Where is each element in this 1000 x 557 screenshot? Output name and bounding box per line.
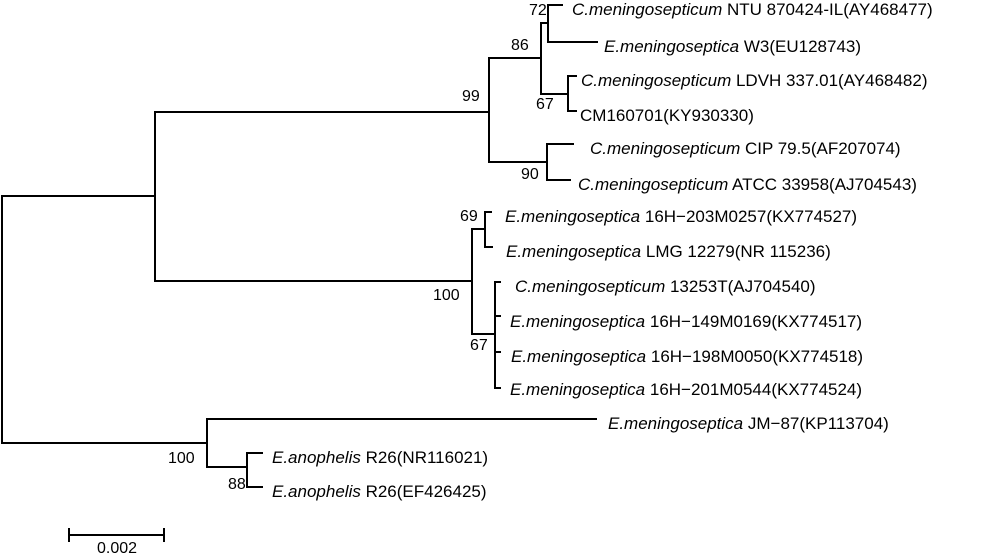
leaf-strain: LDVH 337.01(AY468482) xyxy=(731,71,927,90)
leaf-label-1: C.meningosepticum NTU 870424-IL(AY468477… xyxy=(572,0,933,19)
leaf-species: C.meningosepticum xyxy=(515,277,665,296)
leaf-label-6: C.meningosepticum ATCC 33958(AJ704543) xyxy=(578,175,917,194)
support-value-1: 72 xyxy=(529,2,547,19)
leaf-label-12: E.meningoseptica 16H−201M0544(KX774524) xyxy=(510,380,862,399)
scale-bar: 0.002 xyxy=(68,528,165,557)
support-value-10: 88 xyxy=(228,476,246,493)
leaf-strain: R26(NR116021) xyxy=(361,448,488,467)
leaf-species: C.meningosepticum xyxy=(578,175,728,194)
leaf-label-4: CM160701(KY930330) xyxy=(580,106,754,125)
support-value-5: 90 xyxy=(521,166,539,183)
scale-bar-label: 0.002 xyxy=(97,540,137,557)
leaf-species: E.meningoseptica xyxy=(505,207,640,226)
tree-branches xyxy=(1,4,598,488)
support-value-6: 69 xyxy=(460,208,478,225)
leaf-species: E.meningoseptica xyxy=(510,380,645,399)
leaf-species: C.meningosepticum xyxy=(581,71,731,90)
support-value-7: 67 xyxy=(470,337,488,354)
leaf-strain: R26(EF426425) xyxy=(361,482,487,501)
leaf-label-9: C.meningosepticum 13253T(AJ704540) xyxy=(515,277,816,296)
support-value-4: 99 xyxy=(462,88,480,105)
support-value-3: 67 xyxy=(536,96,554,113)
leaf-strain: 13253T(AJ704540) xyxy=(665,277,815,296)
support-value-9: 100 xyxy=(168,450,195,467)
leaf-label-8: E.meningoseptica LMG 12279(NR 115236) xyxy=(506,242,831,261)
leaf-label-3: C.meningosepticum LDVH 337.01(AY468482) xyxy=(581,71,928,90)
leaf-species: E.meningoseptica xyxy=(506,242,641,261)
leaf-strain: LMG 12279(NR 115236) xyxy=(641,242,831,261)
leaf-species: E.anophelis xyxy=(272,448,361,467)
leaf-strain: W3(EU128743) xyxy=(739,37,861,56)
leaf-label-7: E.meningoseptica 16H−203M0257(KX774527) xyxy=(505,207,857,226)
leaf-labels: C.meningosepticum NTU 870424-IL(AY468477… xyxy=(272,0,933,501)
leaf-strain: 16H−198M0050(KX774518) xyxy=(646,347,863,366)
leaf-strain: ATCC 33958(AJ704543) xyxy=(728,175,917,194)
leaf-species: E.meningoseptica xyxy=(511,347,646,366)
leaf-label-10: E.meningoseptica 16H−149M0169(KX774517) xyxy=(510,312,862,331)
leaf-strain: CM160701(KY930330) xyxy=(580,106,754,125)
leaf-label-15: E.anophelis R26(EF426425) xyxy=(272,482,487,501)
support-value-8: 100 xyxy=(433,287,460,304)
leaf-label-2: E.meningoseptica W3(EU128743) xyxy=(604,37,861,56)
leaf-label-11: E.meningoseptica 16H−198M0050(KX774518) xyxy=(511,347,863,366)
leaf-species: E.meningoseptica xyxy=(608,414,743,433)
leaf-species: E.meningoseptica xyxy=(510,312,645,331)
leaf-strain: 16H−149M0169(KX774517) xyxy=(645,312,862,331)
support-values: 72 86 67 99 90 69 67 100 100 88 xyxy=(168,2,554,493)
leaf-label-5: C.meningosepticum CIP 79.5(AF207074) xyxy=(590,139,901,158)
leaf-strain: JM−87(KP113704) xyxy=(743,414,889,433)
leaf-label-13: E.meningoseptica JM−87(KP113704) xyxy=(608,414,889,433)
leaf-species: C.meningosepticum xyxy=(590,139,740,158)
leaf-strain: 16H−201M0544(KX774524) xyxy=(645,380,862,399)
leaf-strain: 16H−203M0257(KX774527) xyxy=(640,207,857,226)
leaf-strain: CIP 79.5(AF207074) xyxy=(740,139,900,158)
support-value-2: 86 xyxy=(511,37,529,54)
leaf-strain: NTU 870424-IL(AY468477) xyxy=(722,0,932,19)
leaf-label-14: E.anophelis R26(NR116021) xyxy=(272,448,488,467)
leaf-species: E.anophelis xyxy=(272,482,361,501)
leaf-species: C.meningosepticum xyxy=(572,0,722,19)
leaf-species: E.meningoseptica xyxy=(604,37,739,56)
